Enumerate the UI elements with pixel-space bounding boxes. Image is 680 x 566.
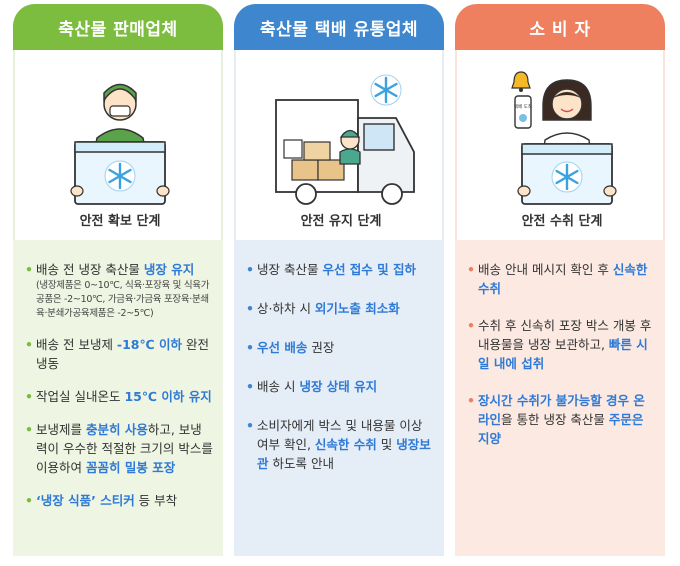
seller-illustration: 안전 확보 단계 — [13, 50, 223, 240]
list-item: • 작업실 실내온도 15℃ 이하 유지 — [25, 389, 212, 404]
courier-header: 축산물 택배 유통업체 — [234, 4, 444, 50]
list-item: • 보냉제를 충분히 사용하고, 보냉력이 우수한 적절한 크기의 박스를 이용… — [25, 422, 213, 475]
list-item: • 우선 배송 권장 — [246, 340, 335, 355]
list-item: • 냉장 축산물 우선 접수 및 집하 — [246, 262, 417, 277]
list-item: • 배송 시 냉장 상태 유지 — [246, 379, 378, 394]
seller-with-cooler-icon — [70, 83, 170, 205]
snowflake-icon — [374, 76, 398, 104]
courier-illustration: 안전 유지 단계 — [234, 50, 444, 240]
list-item: • 배송 안내 메시지 확인 후 신속한 수취 — [467, 262, 648, 296]
list-item: • 장시간 수취가 불가능할 경우 온라인을 통한 냉장 축산물 주문은 지양 — [467, 393, 645, 446]
list-item: • 수취 후 신속히 포장 박스 개봉 후 내용물을 냉장 보관하고, 빠른 시… — [467, 318, 652, 371]
list-item: • ‘냉장 식품’ 스티커 등 부착 — [25, 493, 178, 508]
seller-header: 축산물 판매업체 — [13, 4, 223, 50]
courier-stage-label: 안전 유지 단계 — [300, 214, 382, 229]
consumer-header: 소 비 자 — [455, 4, 665, 50]
consumer-column: 소 비 자 택배 도착 — [455, 4, 665, 556]
snowflake-icon — [555, 163, 579, 191]
list-item: • 상·하차 시 외기노출 최소화 — [246, 301, 400, 316]
snowflake-icon — [108, 162, 132, 190]
list-item: • 배송 전 보냉제 -18℃ 이하 완전 냉동 — [25, 337, 209, 371]
list-item: • 소비자에게 박스 및 내용물 이상 여부 확인, 신속한 수취 및 냉장보관… — [246, 418, 431, 471]
courier-guidelines: • 냉장 축산물 우선 접수 및 집하 • 상·하차 시 외기노출 최소화 • … — [234, 240, 444, 556]
seller-stage-label: 안전 확보 단계 — [79, 214, 161, 229]
temperature-note: (냉장제품은 0~10℃, 식육·포장육 및 식육가공품은 -2~10℃, 가금… — [36, 280, 210, 319]
consumer-illustration: 택배 도착 안전 수취 단계 — [455, 50, 665, 240]
consumer-stage-label: 안전 수취 단계 — [521, 214, 603, 229]
phone-notice: 택배 도착 — [514, 103, 532, 110]
seller-guidelines: • 배송 전 냉장 축산물 냉장 유지 (냉장제품은 0~10℃, 식육·포장육… — [13, 240, 223, 556]
courier-column: 축산물 택배 유통업체 안전 유 — [234, 4, 444, 556]
seller-column: 축산물 판매업체 안전 확보 단계 • 배송 전 냉장 축산물 냉장 — [13, 4, 223, 556]
list-item: • 배송 전 냉장 축산물 냉장 유지 (냉장제품은 0~10℃, 식육·포장육… — [25, 260, 213, 321]
consumer-with-phone-icon: 택배 도착 — [511, 71, 617, 205]
delivery-truck-icon — [275, 74, 415, 205]
consumer-guidelines: • 배송 안내 메시지 확인 후 신속한 수취 • 수취 후 신속히 포장 박스… — [455, 240, 665, 556]
bell-icon — [511, 71, 531, 92]
